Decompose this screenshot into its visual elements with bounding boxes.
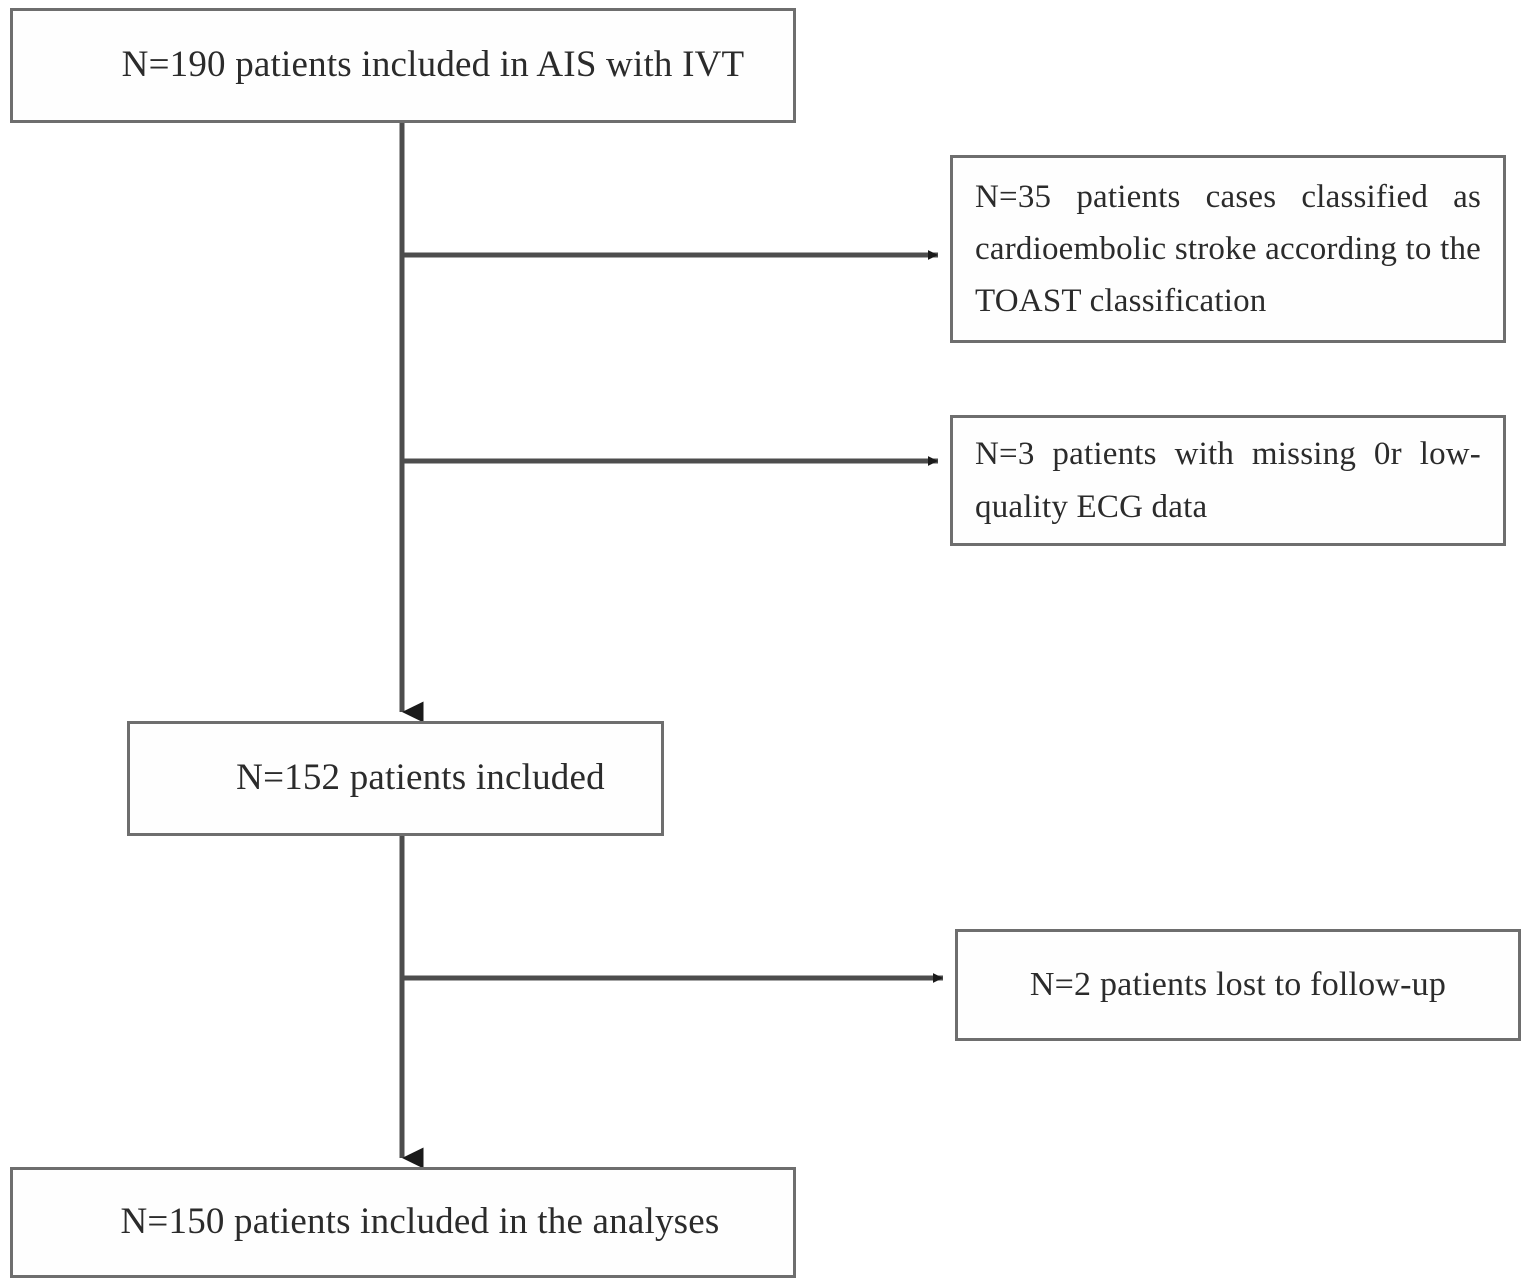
node-excluded-lost-to-followup-label: N=2 patients lost to follow-up <box>1029 966 1447 1004</box>
node-total-label: N=190 patients included in AIS with IVT <box>121 44 745 86</box>
node-analysed-label: N=150 patients included in the analyses <box>120 1201 720 1243</box>
node-excluded-ecg-label: N=3 patients with missing 0r low-quality… <box>975 436 1481 525</box>
node-excluded-ecg: N=3 patients with missing 0r low-quality… <box>950 415 1506 546</box>
node-excluded-toast: N=35 patients cases classified as cardio… <box>950 155 1506 343</box>
node-total-enrolled: N=190 patients included in AIS with IVT <box>10 8 796 123</box>
node-excluded-lost-to-followup: N=2 patients lost to follow-up <box>955 929 1521 1041</box>
node-excluded-toast-label: N=35 patients cases classified as cardio… <box>975 178 1481 320</box>
node-included-label: N=152 patients included <box>236 757 605 799</box>
node-included: N=152 patients included <box>127 721 664 836</box>
node-analysed: N=150 patients included in the analyses <box>10 1167 796 1278</box>
